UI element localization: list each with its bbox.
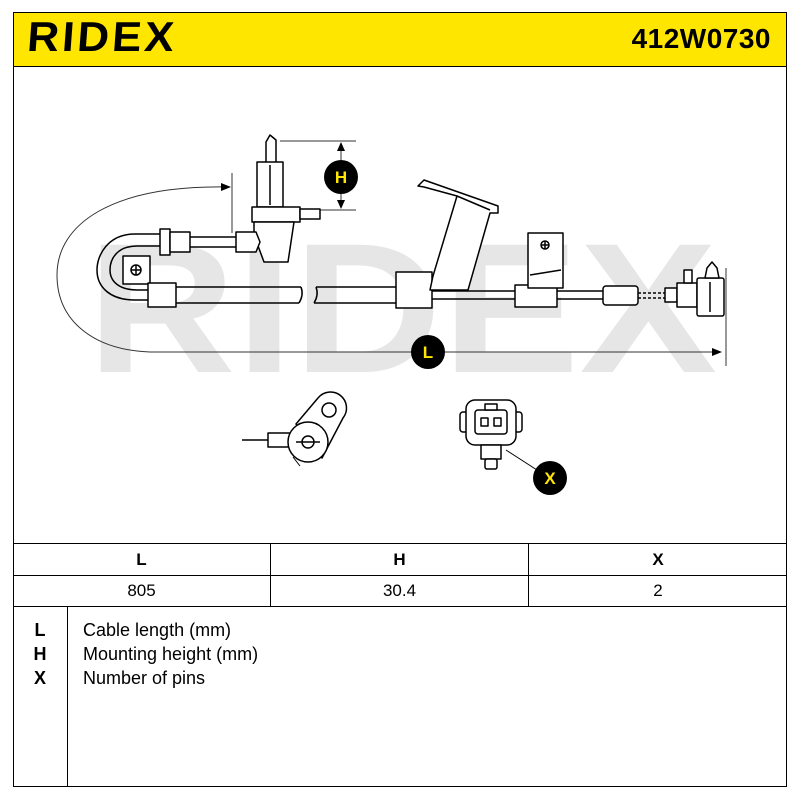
- spec-table: L H X 805 30.4 2: [13, 543, 787, 607]
- part-number: 412W0730: [631, 23, 771, 54]
- detail-pin-1: [480, 417, 489, 427]
- end-connector: [664, 261, 725, 317]
- pins-badge: X: [533, 461, 567, 495]
- detail-flange-hole: [321, 402, 337, 418]
- connector-collar: [676, 282, 698, 308]
- length-dimension-arc: [56, 186, 720, 353]
- pins-badge-circle: [533, 461, 567, 495]
- header-cell-pins: X: [528, 544, 787, 575]
- sensor-cable: [159, 228, 236, 256]
- technical-drawing: RIDEX: [56, 134, 727, 495]
- connector-tab: [683, 269, 693, 284]
- pins-leader: [505, 449, 538, 471]
- cable-grommet-right: [602, 285, 639, 306]
- height-badge-label: H: [335, 168, 347, 187]
- detail-connector-face: [474, 409, 508, 435]
- length-badge: L: [411, 335, 445, 369]
- sensor-cable-joint: [235, 231, 261, 253]
- legend-text-height: Mounting height (mm): [83, 644, 259, 664]
- legend-text-length: Cable length (mm): [83, 620, 232, 640]
- detail-connector-tail: [484, 458, 498, 470]
- length-dimension: [56, 173, 727, 366]
- sensor-tip: [265, 134, 277, 164]
- clip-arm-edge: [529, 269, 562, 276]
- detail-leader: [292, 456, 301, 467]
- sensor-head: [235, 134, 321, 263]
- header-cell-height: H: [270, 544, 528, 575]
- length-arrow-end: [712, 348, 722, 356]
- detail-connector-key: [484, 403, 498, 411]
- watermark-logo: RIDEX: [87, 206, 717, 412]
- value-cell-height: 30.4: [270, 576, 528, 606]
- legend-key-column: L H X: [13, 607, 68, 787]
- header-bar: RIDEX 412W0730: [13, 12, 787, 67]
- bracket-plate: [417, 179, 499, 291]
- legend-key-pins: X: [33, 668, 46, 688]
- header-cell-length: L: [136, 549, 147, 569]
- sensor-detail-view: [242, 391, 348, 467]
- connector-detail-view: [459, 399, 538, 471]
- cable-break-left: [298, 286, 303, 304]
- height-badge-circle: [324, 160, 358, 194]
- length-arrow-start: [221, 183, 231, 191]
- value-cell-length: 805: [127, 581, 156, 600]
- detail-cable-joint: [267, 432, 291, 448]
- height-arrow-top: [337, 142, 345, 151]
- length-badge-label: L: [423, 343, 433, 362]
- sensor-flange: [251, 206, 301, 223]
- value-cell-pins: 2: [528, 576, 787, 606]
- cable-collar: [147, 282, 177, 308]
- detail-pin-2: [493, 417, 502, 427]
- connector-latch: [704, 261, 720, 279]
- main-cable: [147, 271, 665, 309]
- u-bend-inner: [109, 245, 160, 291]
- cable-sleeve-block: [395, 271, 433, 309]
- grommet-body: [169, 231, 191, 253]
- spec-table-header: L H X: [13, 543, 787, 575]
- height-badge: H: [324, 160, 358, 194]
- legend: L H X Cable length (mm) Mounting height …: [13, 607, 787, 787]
- legend-key-height: H: [33, 644, 47, 664]
- height-arrow-bottom: [337, 200, 345, 209]
- bracket-fold-line: [456, 195, 491, 211]
- pins-badge-label: X: [544, 469, 556, 488]
- u-bend: [96, 233, 160, 301]
- u-bend-outer: [96, 233, 160, 301]
- brand-logo: RIDEX: [25, 14, 179, 61]
- grommet-ring: [159, 228, 171, 256]
- legend-text-pins: Number of pins: [83, 668, 206, 688]
- cable-clip: [514, 232, 564, 308]
- cable-break-right: [313, 286, 318, 304]
- connector-neck: [664, 287, 678, 303]
- spec-table-values: 805 30.4 2: [13, 575, 787, 607]
- mounting-bracket: [417, 179, 499, 291]
- legend-key-length: L: [34, 620, 46, 640]
- sensor-flange-tab: [299, 208, 321, 220]
- length-badge-circle: [411, 335, 445, 369]
- detail-connector-stem: [480, 444, 502, 460]
